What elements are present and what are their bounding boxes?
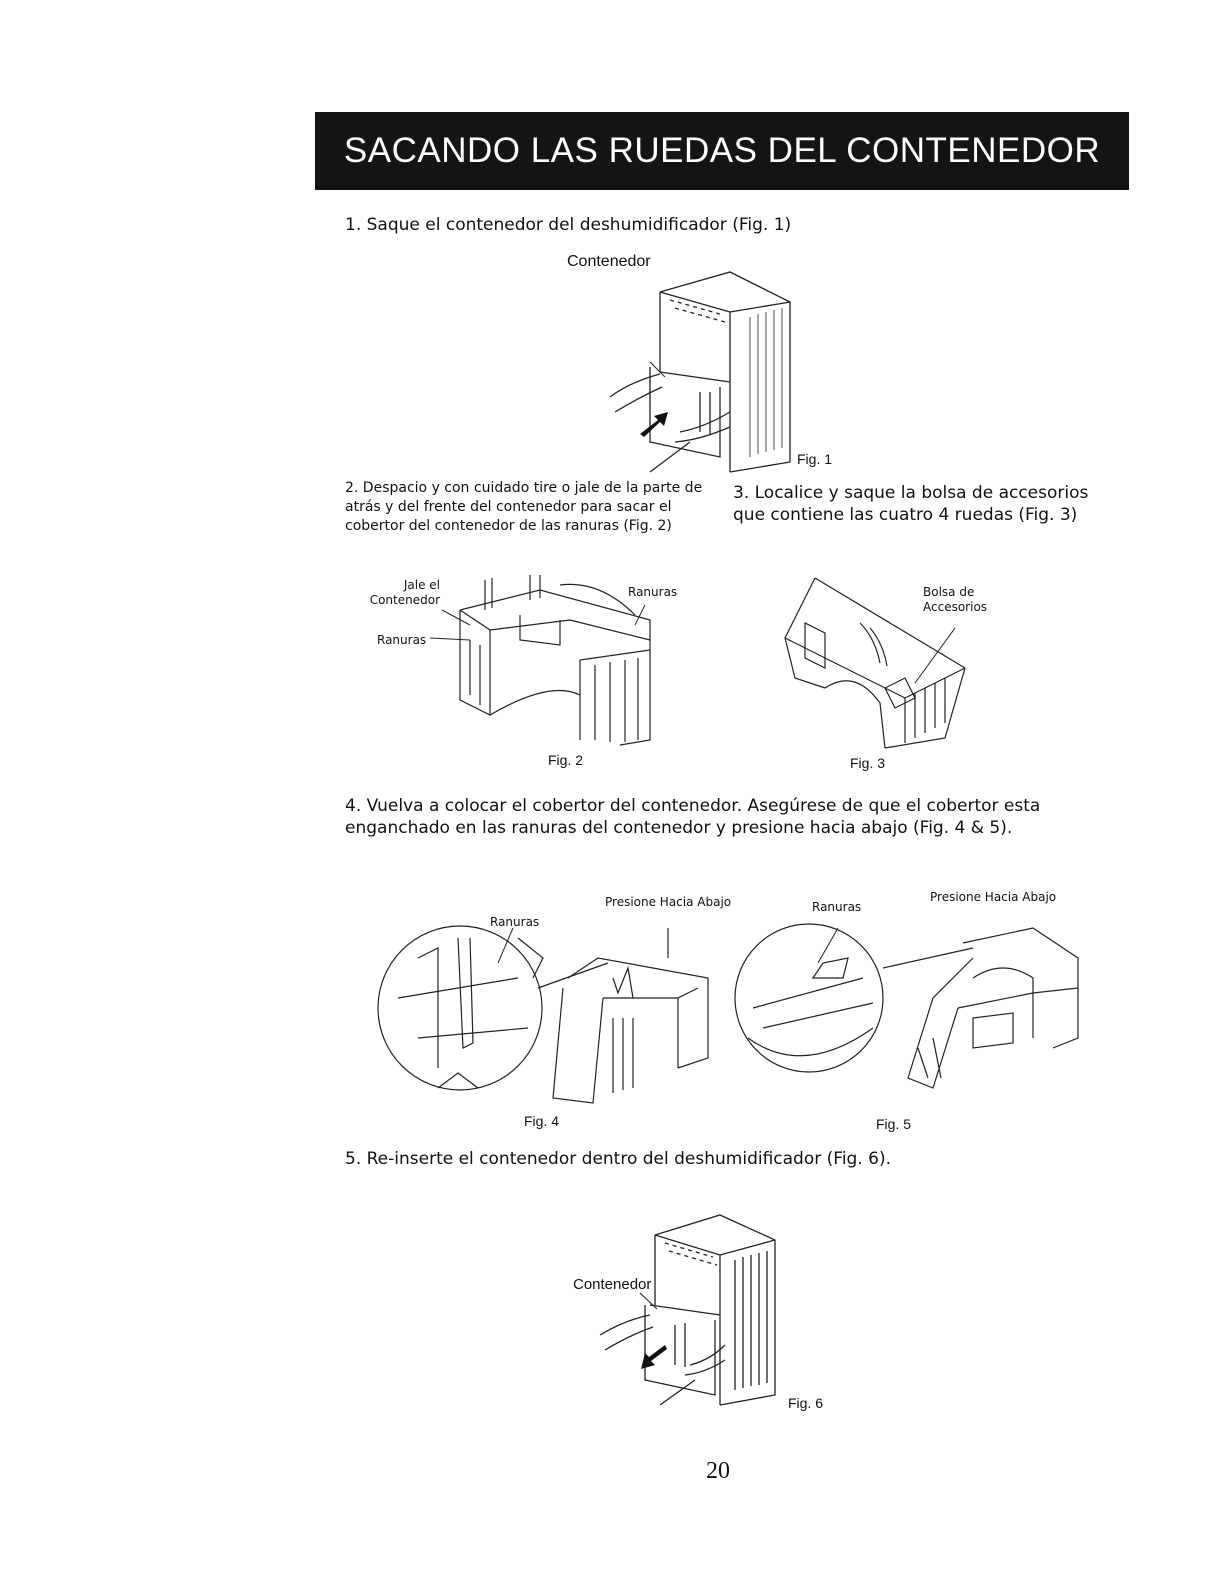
fig-5-label-ranuras: Ranuras <box>812 900 862 914</box>
page-title: SACANDO LAS RUEDAS DEL CONTENEDOR <box>315 112 1129 190</box>
fig-5-label-presione-hacia-abajo: Presione Hacia Abajo <box>930 890 1057 904</box>
fig-5-caption: Fig. 5 <box>876 1116 912 1132</box>
fig-2-label-jale-el-contenedor: Jale el Contenedor <box>369 578 440 607</box>
step-4-text: 4. Vuelva a colocar el cobertor del cont… <box>345 796 1041 838</box>
fig-1-label-contenedor: Contenedor <box>567 253 651 270</box>
step-1-text: 1. Saque el contenedor del deshumidifica… <box>345 215 792 235</box>
fig-4-illustration <box>377 925 709 1104</box>
fig-3-illustration <box>784 577 966 749</box>
fig-1-illustration <box>609 271 791 473</box>
fig-3-caption: Fig. 3 <box>850 755 886 771</box>
step-3-text: 3. Localice y saque la bolsa de accesori… <box>733 483 1089 525</box>
step-5-text: 5. Re-inserte el contenedor dentro del d… <box>345 1149 891 1169</box>
fig-2-illustration <box>429 575 651 746</box>
fig-2-label-ranuras-left: Ranuras <box>377 633 427 647</box>
fig-1-caption: Fig. 1 <box>797 451 833 467</box>
fig-2-label-ranuras-right: Ranuras <box>628 585 678 599</box>
fig-5-illustration <box>734 923 1079 1089</box>
fig-4-label-presione-hacia-abajo: Presione Hacia Abajo <box>605 895 732 909</box>
fig-4-label-ranuras: Ranuras <box>490 915 540 929</box>
step-2-text: 2. Despacio y con cuidado tire o jale de… <box>345 480 703 534</box>
fig-6-caption: Fig. 6 <box>788 1395 824 1411</box>
fig-6-label-contenedor: Contenedor <box>573 1276 652 1293</box>
fig-4-caption: Fig. 4 <box>524 1113 560 1129</box>
fig-6-illustration <box>599 1214 776 1406</box>
fig-2-caption: Fig. 2 <box>548 752 584 768</box>
fig-3-label-bolsa-de-accesorios: Bolsa de Accesorios <box>923 585 988 614</box>
page-number: 20 <box>706 1458 730 1484</box>
